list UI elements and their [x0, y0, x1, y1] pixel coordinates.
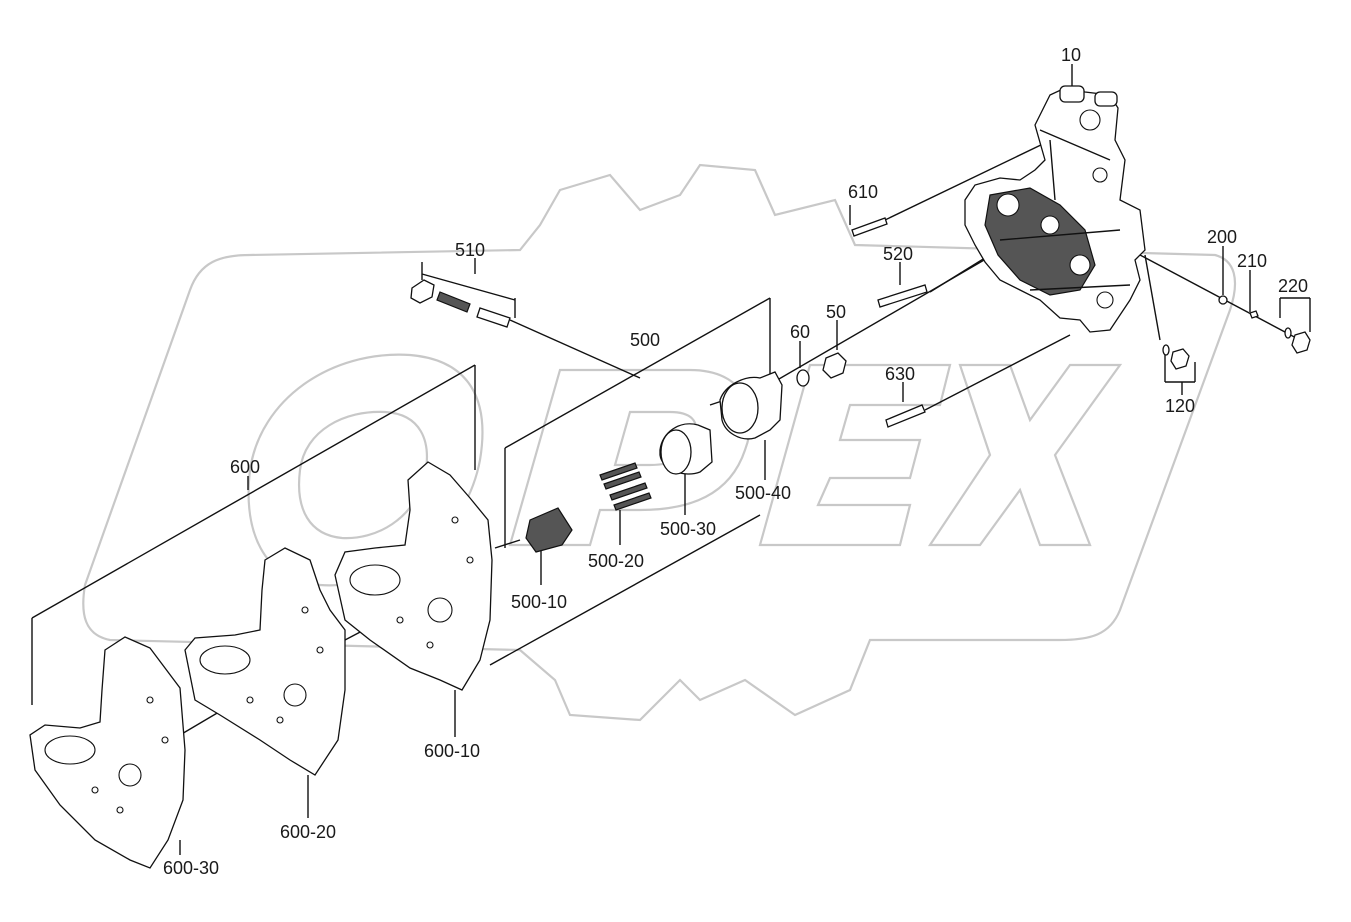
ring-200 [1218, 295, 1228, 305]
label-600-20: 600-20 [280, 822, 336, 842]
pins [851, 217, 928, 428]
watermark-letter-e [758, 363, 952, 547]
label-520: 520 [883, 244, 913, 264]
housing-part-10 [964, 85, 1146, 333]
plate-600-20 [184, 547, 346, 776]
label-600-30: 600-30 [163, 858, 219, 878]
small-fasteners [1162, 295, 1311, 370]
label-50: 50 [826, 302, 846, 322]
rotor-500-10 [525, 507, 573, 553]
valve-assembly-510 [410, 279, 511, 328]
washer-220 [1284, 327, 1292, 339]
bush-50 [822, 352, 847, 379]
label-600-10: 600-10 [424, 741, 480, 761]
label-220: 220 [1278, 276, 1308, 296]
label-120: 120 [1165, 396, 1195, 416]
label-630: 630 [885, 364, 915, 384]
seal-and-bush [796, 352, 847, 387]
cap-220 [1291, 331, 1311, 354]
label-10: 10 [1061, 45, 1081, 65]
pin-610 [851, 217, 888, 237]
plates-600 [29, 461, 493, 869]
rollers-500-20 [599, 462, 652, 511]
pump-500 [525, 371, 783, 553]
label-510: 510 [455, 240, 485, 260]
label-600: 600 [230, 457, 260, 477]
pin-630 [885, 404, 926, 428]
label-610: 610 [848, 182, 878, 202]
pin-520 [877, 284, 928, 308]
washer-210 [1249, 310, 1259, 319]
label-500-20: 500-20 [588, 551, 644, 571]
label-210: 210 [1237, 251, 1267, 271]
plug-120 [1170, 348, 1190, 370]
label-200: 200 [1207, 227, 1237, 247]
watermark-letter-x [927, 363, 1123, 547]
label-500-40: 500-40 [735, 483, 791, 503]
label-500-10: 500-10 [511, 592, 567, 612]
washer-120 [1162, 344, 1170, 356]
label-500: 500 [630, 330, 660, 350]
label-60: 60 [790, 322, 810, 342]
label-500-30: 500-30 [660, 519, 716, 539]
callout-labels: 10 610 520 200 210 220 120 510 500 60 50… [163, 45, 1308, 878]
seal-ring-60 [796, 369, 810, 387]
plate-600-30 [29, 636, 186, 869]
